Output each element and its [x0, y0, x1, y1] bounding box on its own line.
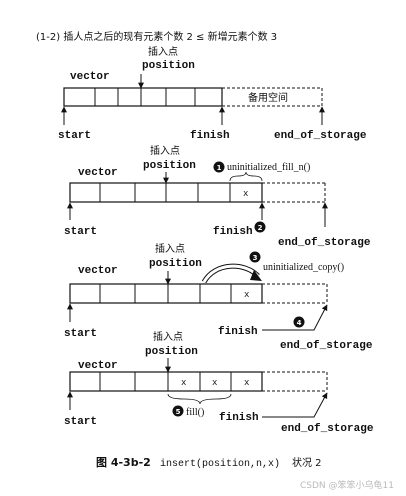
used-cells [69, 283, 263, 304]
vector-label: vector [78, 265, 118, 277]
end-of-storage-label: end_of_storage [280, 340, 373, 352]
position-label: position [143, 160, 196, 172]
figure-status: 状况 2 [292, 456, 322, 469]
spare-space-label: 备用空间 [248, 91, 288, 104]
step-1-text: uninitialized_fill_n() [227, 162, 310, 173]
fill-brace [167, 393, 232, 405]
figure-caption: 图 4-3b-2 insert(position,n,x) 状况 2 [96, 456, 322, 470]
cell-x: x [244, 290, 249, 300]
end-of-storage-label: end_of_storage [281, 423, 374, 435]
figure-code: insert(position,n,x) [160, 458, 280, 470]
fill-brace [229, 171, 263, 182]
step-3-badge [249, 251, 261, 263]
cell-x: x [243, 189, 248, 199]
vector-label: vector [78, 167, 118, 179]
cell-x: x [181, 378, 186, 388]
start-label: start [64, 416, 97, 428]
step-2-number: 2 [258, 224, 263, 232]
start-label: start [64, 226, 97, 238]
position-label: position [142, 60, 195, 72]
finish-label: finish [219, 412, 259, 424]
position-label: position [149, 258, 202, 270]
figure-number: 图 4-3b-2 [96, 456, 151, 469]
state-4: vector 插入点 position x x x 5 fill() start… [64, 330, 374, 435]
vector-label: vector [78, 360, 118, 372]
used-cells [63, 87, 223, 107]
insert-point-label: 插入点 [148, 45, 178, 58]
step-1-number: 1 [217, 164, 222, 172]
start-label: start [58, 130, 91, 142]
finish-label: finish [218, 326, 258, 338]
step-5-text: fill() [186, 407, 204, 418]
step-4-number: 4 [297, 319, 302, 327]
step-1-badge [213, 161, 225, 173]
state-3: vector 插入点 position x 3 uninitialized_co… [64, 242, 373, 352]
step-4-badge [293, 316, 305, 328]
position-label: position [145, 346, 198, 358]
watermark: CSDN @笨笨小乌龟11 [300, 479, 394, 491]
header-text: (1-2) 插人点之后的现有元素个数 2 ≤ 新增元素个数 3 [36, 30, 277, 43]
step-5-number: 5 [176, 408, 181, 416]
step-3-text: uninitialized_copy() [263, 262, 344, 273]
cell-x: x [244, 378, 249, 388]
insert-point-label: 插入点 [153, 330, 183, 343]
finish-label: finish [190, 130, 230, 142]
state-2: vector 插入点 position x 1 uninitialized_fi… [64, 144, 371, 249]
used-cells [69, 371, 263, 392]
state-1: vector 插入点 position 备用空间 start finish en… [58, 45, 367, 142]
end-of-storage-label: end_of_storage [278, 237, 371, 249]
vector-label: vector [70, 71, 110, 83]
step-3-number: 3 [253, 254, 258, 262]
start-label: start [64, 328, 97, 340]
end-of-storage-label: end_of_storage [274, 130, 367, 142]
step-2-badge [254, 221, 266, 233]
step-5-badge [172, 405, 184, 417]
cell-x: x [212, 378, 217, 388]
insert-point-label: 插入点 [155, 242, 185, 255]
insert-point-label: 插入点 [150, 144, 180, 157]
finish-label: finish [213, 226, 253, 238]
